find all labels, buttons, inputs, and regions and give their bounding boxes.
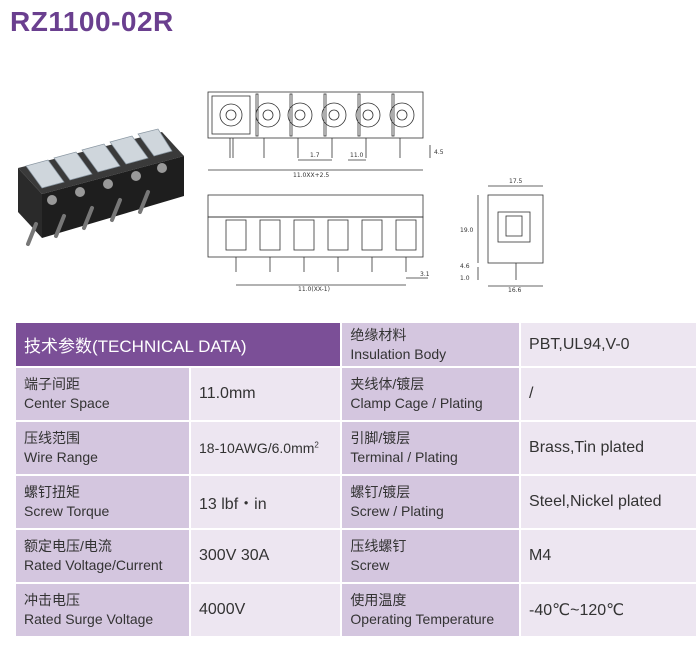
- dim-pitch-b: 11.0: [350, 152, 364, 159]
- value-rated-voltage: 300V 30A: [191, 530, 341, 582]
- table-header: 技术参数(TECHNICAL DATA): [16, 323, 341, 366]
- value-screw-plating: Steel,Nickel plated: [521, 476, 696, 528]
- technical-drawing: 1.7 11.0 4.5 11.0XX+2.5 3.1 11.0(XX-1) 1…: [207, 91, 544, 294]
- dim-side-pin-a: 4.6: [460, 263, 470, 270]
- dim-side-base: 16.6: [508, 287, 522, 294]
- value-screw-torque: 13 lbf・in: [191, 476, 341, 528]
- value-surge-voltage: 4000V: [191, 584, 341, 636]
- dim-side-height: 19.0: [460, 227, 474, 234]
- value-center-space: 11.0mm: [191, 368, 341, 420]
- value-clamp-cage: /: [521, 368, 696, 420]
- dim-side-pin-b: 1.0: [460, 275, 470, 282]
- value-insulation-body: PBT,UL94,V-0: [521, 323, 696, 366]
- value-screw: M4: [521, 530, 696, 582]
- dim-front-pin: 3.1: [420, 271, 430, 278]
- value-operating-temperature: -40℃~120℃: [521, 584, 696, 636]
- dim-side-width: 17.5: [509, 178, 523, 185]
- product-title: RZ1100-02R: [10, 6, 174, 37]
- dim-top-total: 11.0XX+2.5: [293, 172, 329, 179]
- dim-front-total: 11.0(XX-1): [298, 286, 330, 293]
- value-wire-range: 18-10AWG/6.0mm2: [191, 422, 341, 474]
- dim-pitch-a: 1.7: [310, 152, 320, 159]
- value-terminal-plating: Brass,Tin plated: [521, 422, 696, 474]
- dim-top-height: 4.5: [434, 149, 444, 156]
- product-photo: [18, 128, 184, 246]
